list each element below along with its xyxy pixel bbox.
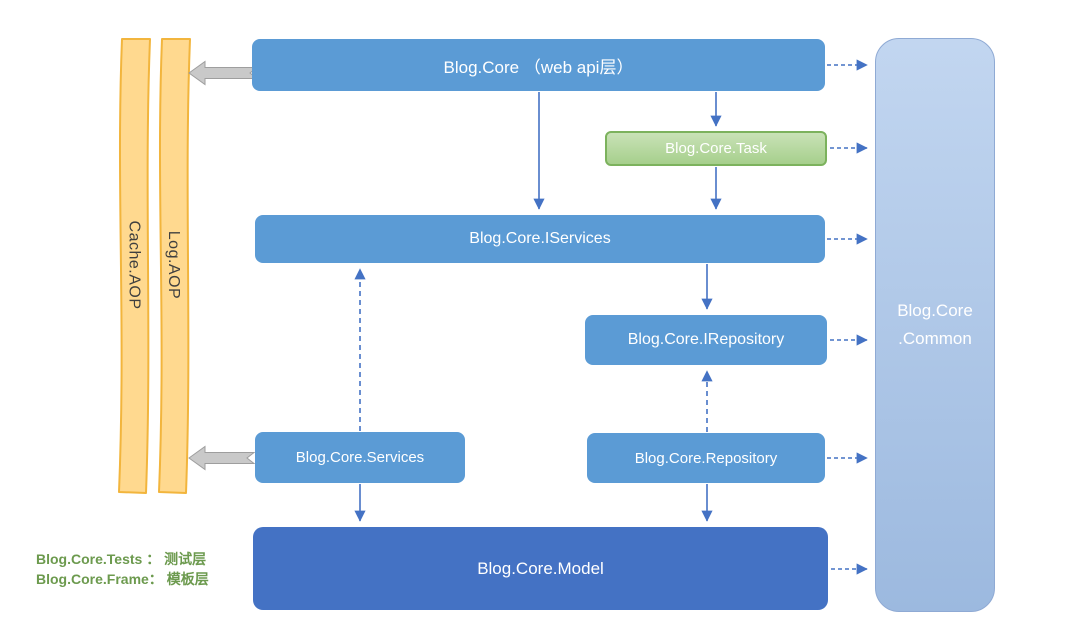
legend: Blog.Core.Tests ： 测试层 Blog.Core.Frame： 模… <box>36 549 209 589</box>
legend-tests-line: Blog.Core.Tests ： 测试层 <box>36 551 207 567</box>
node-blog-core: Blog.Core （web api层） <box>252 39 825 91</box>
log-aop-ribbon <box>158 38 191 494</box>
node-blog-core-irepository: Blog.Core.IRepository <box>585 315 827 365</box>
gray-arrow-services-to-aop <box>188 445 256 471</box>
gray-arrow-core-to-aop <box>188 60 259 86</box>
legend-frame-line: Blog.Core.Frame： 模板层 <box>36 571 209 587</box>
node-blog-core-task: Blog.Core.Task <box>605 131 827 166</box>
node-blog-core-repository: Blog.Core.Repository <box>587 433 825 483</box>
cache-aop-ribbon <box>118 38 151 494</box>
node-blog-core-common: Blog.Core .Common <box>875 38 995 612</box>
node-blog-core-model: Blog.Core.Model <box>253 527 828 610</box>
node-blog-core-services: Blog.Core.Services <box>255 432 465 483</box>
node-blog-core-iservices: Blog.Core.IServices <box>255 215 825 263</box>
